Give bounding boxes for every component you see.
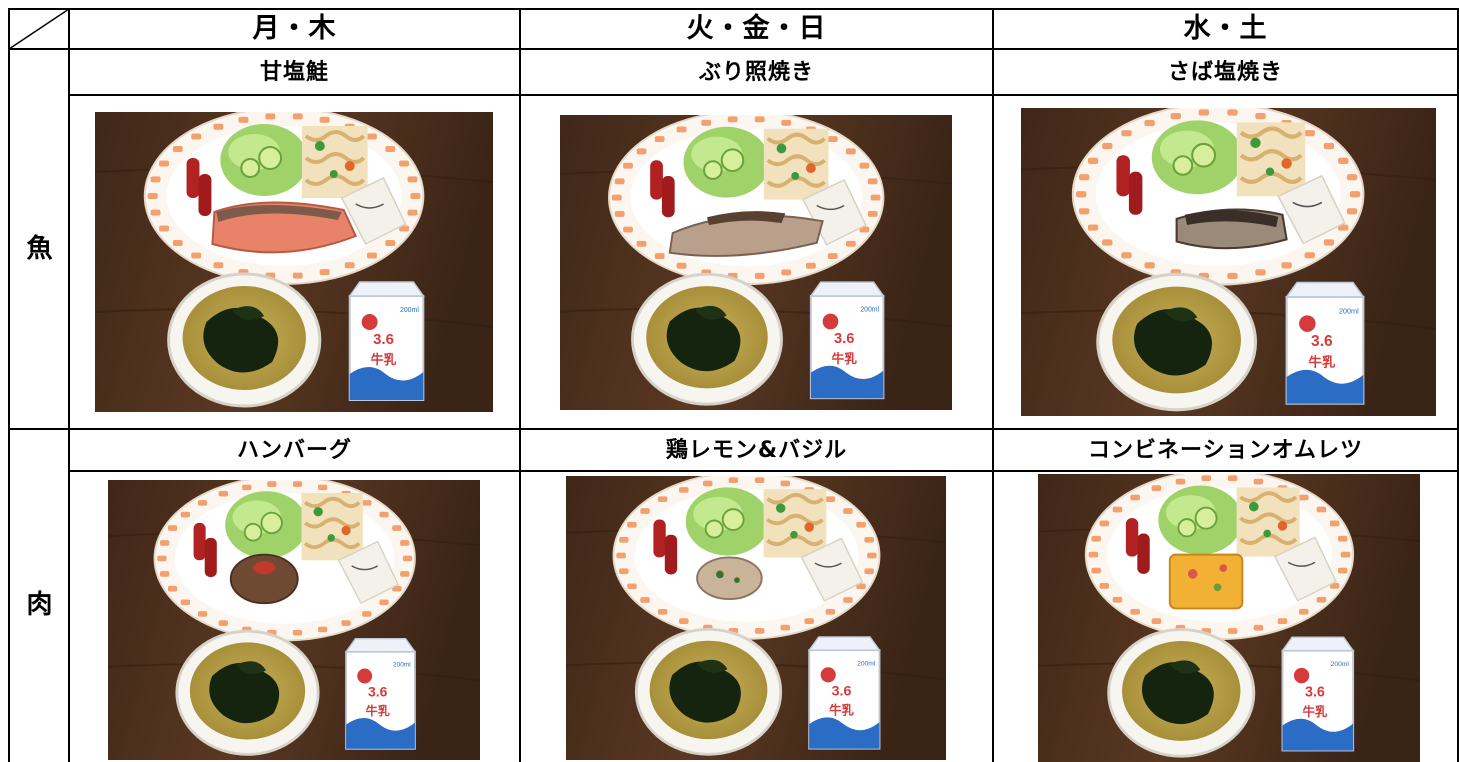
salmon-meal-photo: 3.6 牛乳 200ml: [95, 112, 493, 412]
svg-text:3.6: 3.6: [832, 684, 852, 700]
table-border-right: [1457, 8, 1459, 762]
day-header-mon-thu: 月・木: [252, 13, 337, 44]
svg-text:200ml: 200ml: [1331, 661, 1350, 668]
svg-text:牛乳: 牛乳: [366, 703, 390, 718]
dish-name-salmon: 甘塩鮭: [259, 60, 329, 85]
svg-text:牛乳: 牛乳: [371, 352, 397, 368]
dish-name-hamburg: ハンバーグ: [236, 438, 352, 463]
table-line-label-col: [68, 8, 70, 762]
svg-text:3.6: 3.6: [373, 331, 394, 348]
table-line-fish-dishes: [68, 94, 1459, 96]
day-header-tue-fri-sun: 火・金・日: [686, 13, 827, 44]
day-header-wed-sat: 水・土: [1183, 13, 1268, 44]
table-border-left: [8, 8, 10, 762]
dish-name-omelette: コンビネーションオムレツ: [1088, 438, 1363, 463]
svg-text:200ml: 200ml: [400, 307, 419, 314]
mackerel-meal-photo: 3.6 牛乳 200ml: [1021, 108, 1436, 416]
svg-text:牛乳: 牛乳: [1308, 354, 1336, 371]
svg-text:200ml: 200ml: [1339, 306, 1359, 315]
table-border-top: [8, 8, 1459, 10]
dish-name-mackerel: さば塩焼き: [1167, 60, 1283, 85]
omelette-meal-photo: 3.6 牛乳 200ml: [1038, 474, 1420, 762]
corner-diagonal: [9, 9, 69, 49]
svg-text:3.6: 3.6: [1311, 333, 1333, 350]
svg-text:3.6: 3.6: [368, 684, 388, 700]
svg-text:200ml: 200ml: [860, 307, 879, 314]
row-label-fish: 魚: [26, 234, 54, 264]
svg-text:牛乳: 牛乳: [829, 703, 854, 718]
svg-text:3.6: 3.6: [834, 331, 854, 347]
svg-text:牛乳: 牛乳: [1303, 704, 1328, 719]
table-line-days: [8, 48, 1459, 50]
svg-text:牛乳: 牛乳: [831, 351, 857, 367]
yellowtail-meal-photo: 3.6 牛乳 200ml: [560, 115, 952, 410]
hamburg-meal-photo: 3.6 牛乳 200ml: [108, 480, 480, 760]
row-label-meat: 肉: [26, 590, 54, 620]
table-line-rows: [8, 428, 1459, 430]
table-line-col-1: [519, 8, 521, 762]
chicken-meal-photo: 3.6 牛乳 200ml: [566, 476, 946, 760]
svg-text:200ml: 200ml: [393, 662, 411, 669]
dish-name-chicken: 鶏レモン&バジル: [665, 438, 848, 463]
svg-text:3.6: 3.6: [1305, 685, 1325, 701]
dish-name-yellowtail: ぶり照焼き: [698, 60, 814, 85]
table-line-col-2: [992, 8, 994, 762]
table-line-meat-dishes: [68, 470, 1459, 472]
svg-text:200ml: 200ml: [857, 660, 876, 667]
